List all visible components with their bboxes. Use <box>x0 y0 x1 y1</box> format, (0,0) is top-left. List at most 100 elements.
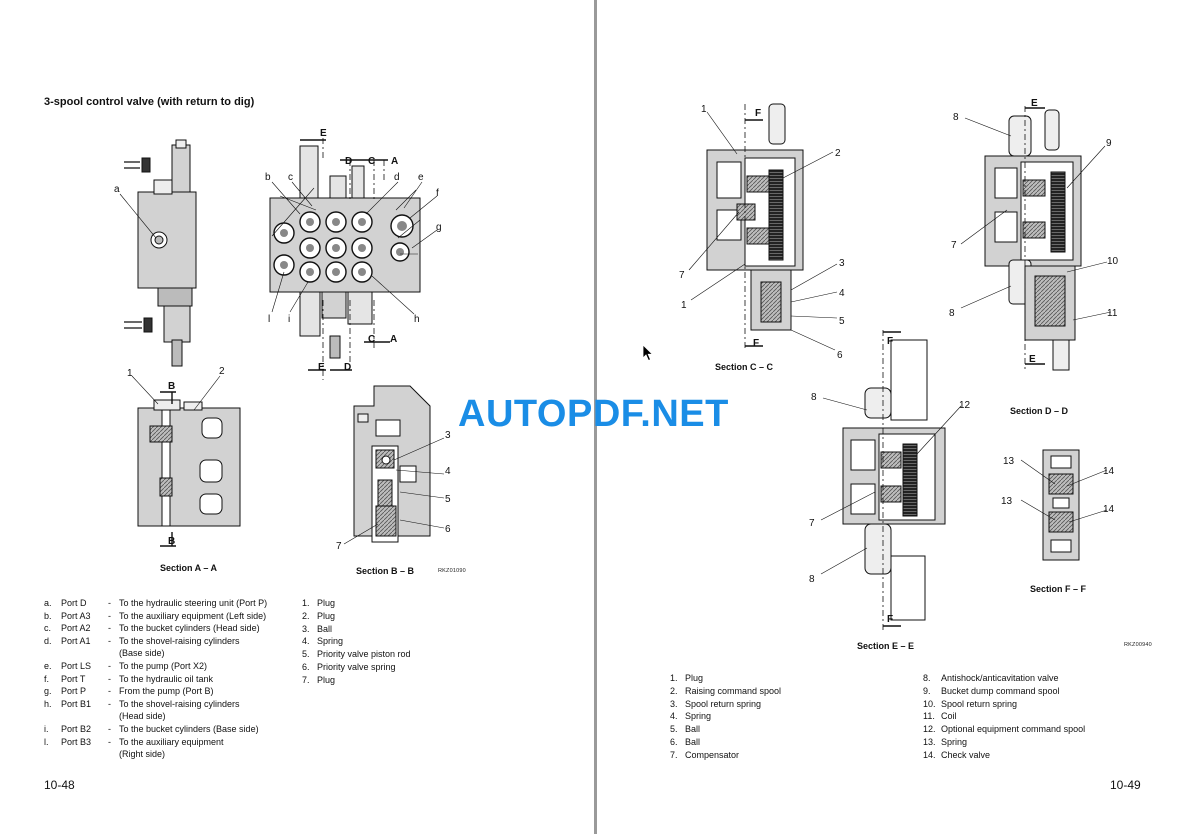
part-name: Spring <box>941 736 968 747</box>
mouse-pointer-icon <box>642 344 654 362</box>
label-12: 12 <box>959 400 971 411</box>
label-D-bottom: D <box>344 362 351 373</box>
part-number: 9. <box>923 685 931 696</box>
label-13-top: 13 <box>1003 456 1015 467</box>
part-number: 3. <box>670 698 678 709</box>
label-a: a <box>114 184 120 195</box>
port-name: Port D <box>61 598 87 608</box>
part-number: 8. <box>923 673 931 683</box>
legend-row: 1.Plug <box>302 597 411 610</box>
label-A-top: A <box>391 156 398 167</box>
port-description-continued: (Base side) <box>119 648 165 659</box>
label-F-ee-top: F <box>887 336 893 347</box>
port-letter: a. <box>44 598 52 608</box>
port-letter: g. <box>44 686 52 697</box>
port-row: h.Port B1-To the shovel-raising cylinder… <box>44 698 267 711</box>
caption-section-aa: Section A – A <box>160 563 218 573</box>
label-14-top: 14 <box>1103 466 1115 477</box>
legend-row: 2.Raising command spool <box>670 685 781 698</box>
legend-row: 9.Bucket dump command spool <box>923 685 1085 698</box>
part-name: Compensator <box>685 749 740 760</box>
label-8-dd-top: 8 <box>953 112 959 123</box>
part-name: Spring <box>685 711 712 722</box>
label-1-cc-bottom: 1 <box>681 300 687 311</box>
section-aa-drawing <box>137 391 241 547</box>
label-1: 1 <box>127 368 133 379</box>
part-name: Check valve <box>941 749 991 760</box>
part-number: 11. <box>923 711 935 722</box>
port-name: Port P <box>61 686 87 697</box>
label-5: 5 <box>839 316 845 327</box>
port-dash: - <box>108 673 111 684</box>
label-3: 3 <box>839 258 845 269</box>
label-14-bottom: 14 <box>1103 504 1115 515</box>
page-number-right: 10-49 <box>1110 778 1141 792</box>
label-E-bottom: E <box>318 362 325 373</box>
label-F-ee-bottom: F <box>887 614 893 625</box>
port-row: g.Port P-From the pump (Port B) <box>44 685 267 698</box>
part-number: 1. <box>302 598 310 608</box>
part-name: Optional equipment command spool <box>941 724 1086 735</box>
figure-code-left: RKZ01090 <box>438 568 466 574</box>
part-number: 4. <box>670 711 678 722</box>
label-C-top: C <box>368 156 375 167</box>
legend-row: 6.Ball <box>670 736 781 749</box>
legend-row: 2.Plug <box>302 610 411 623</box>
label-E-dd-bottom: E <box>1029 354 1036 365</box>
port-description: To the shovel-raising cylinders <box>119 635 240 646</box>
label-h: h <box>414 314 420 325</box>
label-F-cc-top: F <box>755 108 761 119</box>
label-B-bottom: B <box>168 536 175 547</box>
port-dash: - <box>108 660 111 671</box>
port-description: To the shovel-raising cylinders <box>119 698 240 709</box>
caption-section-bb: Section B – B <box>356 566 415 576</box>
label-8-ee-bottom: 8 <box>809 574 815 585</box>
label-2: 2 <box>219 366 225 377</box>
port-letter: e. <box>44 660 52 671</box>
legend-row: 4. Spring <box>670 710 781 723</box>
port-description-continued: (Head side) <box>119 711 166 722</box>
port-description: To the auxiliary equipment (Left side) <box>119 610 267 621</box>
part-name: Spring <box>317 636 344 647</box>
part-name: Raising command spool <box>685 685 782 696</box>
figure-code-right: RKZ00940 <box>1124 642 1152 648</box>
part-number: 12. <box>923 724 936 735</box>
label-d: d <box>394 172 400 183</box>
label-2: 2 <box>835 148 841 159</box>
label-7: 7 <box>336 541 342 552</box>
label-i: i <box>288 314 290 325</box>
label-F-cc-bottom: F <box>753 338 759 349</box>
legend-row: 12. Optional equipment command spool <box>923 723 1085 736</box>
section-ff-drawing <box>1042 449 1080 561</box>
label-8-dd-bottom: 8 <box>949 308 955 319</box>
port-dash: - <box>108 610 111 621</box>
port-name: Port B2 <box>61 723 92 734</box>
leader-lines-right <box>688 111 1112 575</box>
port-name: Port T <box>61 673 86 684</box>
part-name: Plug <box>685 673 704 683</box>
label-13-bottom: 13 <box>1001 496 1013 507</box>
label-11: 11 <box>1107 308 1118 319</box>
part-number: 6. <box>670 736 678 747</box>
port-letter: l. <box>44 736 49 747</box>
part-name: Priority valve spring <box>317 661 396 672</box>
port-description: To the auxiliary equipment <box>119 736 224 747</box>
part-number: 1. <box>670 673 678 683</box>
port-dash: - <box>108 736 111 747</box>
part-number: 5. <box>302 649 310 660</box>
label-7-dd: 7 <box>951 240 957 251</box>
port-letter: c. <box>44 623 52 634</box>
label-c: c <box>288 172 293 183</box>
section-heading: 3-spool control valve (with return to di… <box>44 96 255 108</box>
legend-row: 5.Priority valve piston rod <box>302 648 411 661</box>
label-10: 10 <box>1107 256 1119 267</box>
label-7-cc: 7 <box>679 270 685 281</box>
port-name: Port A2 <box>61 623 91 634</box>
part-number: 3. <box>302 623 310 634</box>
port-name: Port LS <box>61 660 92 671</box>
label-l: l <box>268 314 270 325</box>
part-name: Ball <box>317 623 333 634</box>
label-f: f <box>436 188 439 199</box>
leader-lines-left <box>119 181 445 545</box>
